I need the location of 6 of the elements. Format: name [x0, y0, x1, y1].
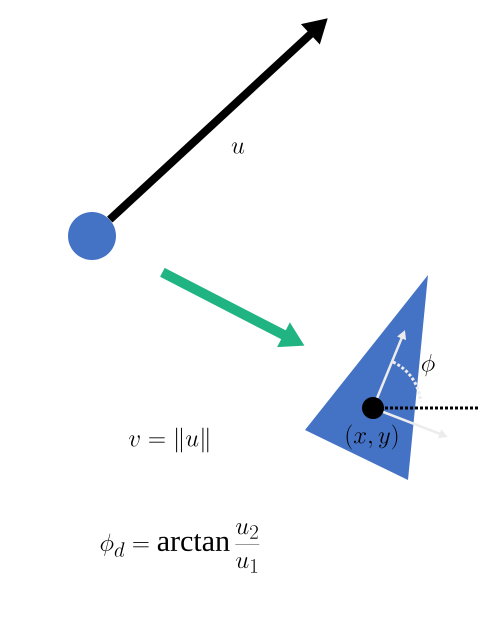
circle [68, 212, 116, 260]
edge-label: $u$ [232, 142, 244, 154]
coordinate-label: $(x,y)$ [346, 424, 398, 450]
formula: $v = \|u\|$ [129, 428, 208, 452]
angle-label: $\phi$ [422, 354, 435, 376]
formula: $\phi_d = \arctan\frac{u_2}{u_1}$ [100, 523, 260, 573]
